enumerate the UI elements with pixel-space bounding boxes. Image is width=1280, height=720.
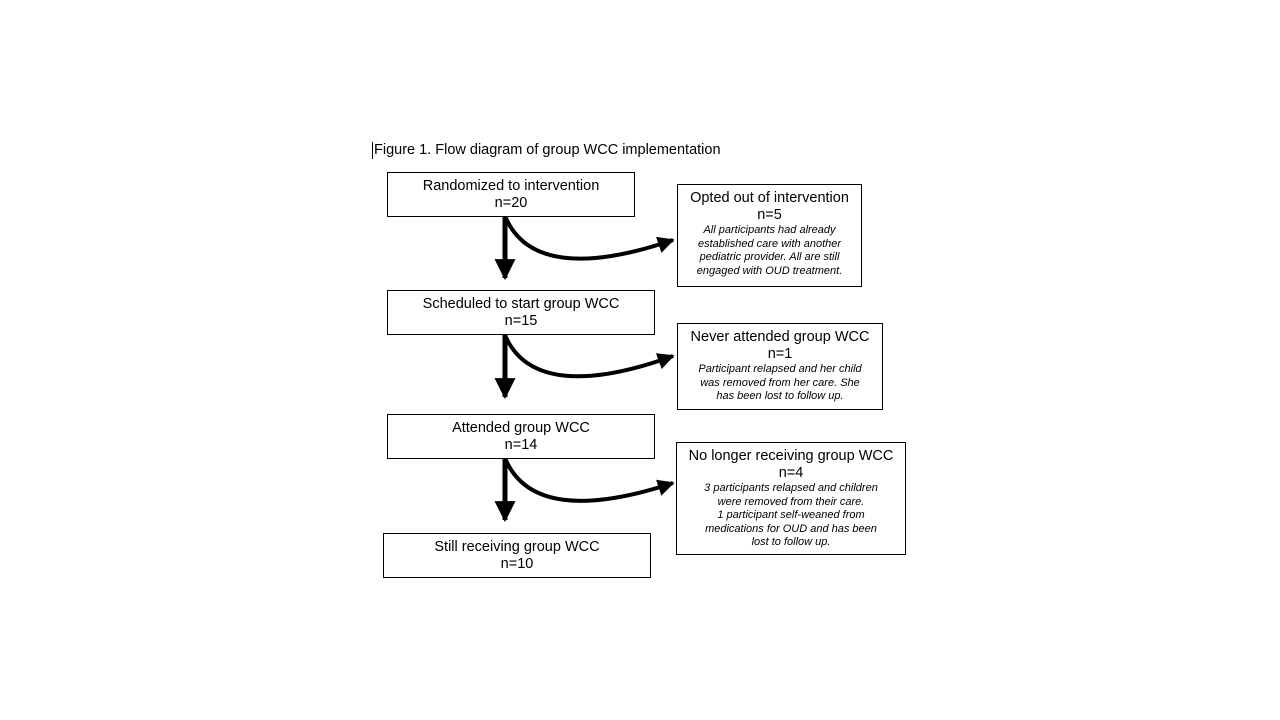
step-scheduled: Scheduled to start group WCC n=15 <box>387 290 655 335</box>
exit-never-attended: Never attended group WCC n=1 Participant… <box>677 323 883 410</box>
exit-opted-out: Opted out of intervention n=5 All partic… <box>677 184 862 287</box>
exit-no-longer-receiving: No longer receiving group WCC n=4 3 part… <box>676 442 906 555</box>
step-label: Scheduled to start group WCC <box>422 296 620 312</box>
step-still-receiving: Still receiving group WCC n=10 <box>383 533 651 578</box>
exit-label: Never attended group WCC <box>690 329 870 345</box>
step-count: n=20 <box>494 195 528 211</box>
step-count: n=10 <box>500 556 534 572</box>
exit-arrow-2 <box>503 334 675 379</box>
exit-count: n=5 <box>757 207 782 223</box>
step-label: Randomized to intervention <box>422 178 600 194</box>
exit-note: 3 participants relapsed and children wer… <box>704 482 878 548</box>
exit-label: No longer receiving group WCC <box>688 448 894 464</box>
exit-arrow-3 <box>503 457 675 503</box>
exit-count: n=1 <box>767 346 793 362</box>
step-label: Still receiving group WCC <box>434 539 600 555</box>
exit-count: n=4 <box>778 465 804 481</box>
figure-caption: Figure 1. Flow diagram of group WCC impl… <box>372 142 721 159</box>
step-randomized: Randomized to intervention n=20 <box>387 172 635 217</box>
step-attended: Attended group WCC n=14 <box>387 414 655 459</box>
step-count: n=14 <box>504 437 538 453</box>
exit-note: Participant relapsed and her child was r… <box>698 363 862 402</box>
exit-label: Opted out of intervention <box>690 190 849 206</box>
step-count: n=15 <box>504 313 538 329</box>
exit-arrow-1 <box>503 215 675 261</box>
exit-note: All participants had already established… <box>696 224 843 277</box>
step-label: Attended group WCC <box>452 420 590 436</box>
